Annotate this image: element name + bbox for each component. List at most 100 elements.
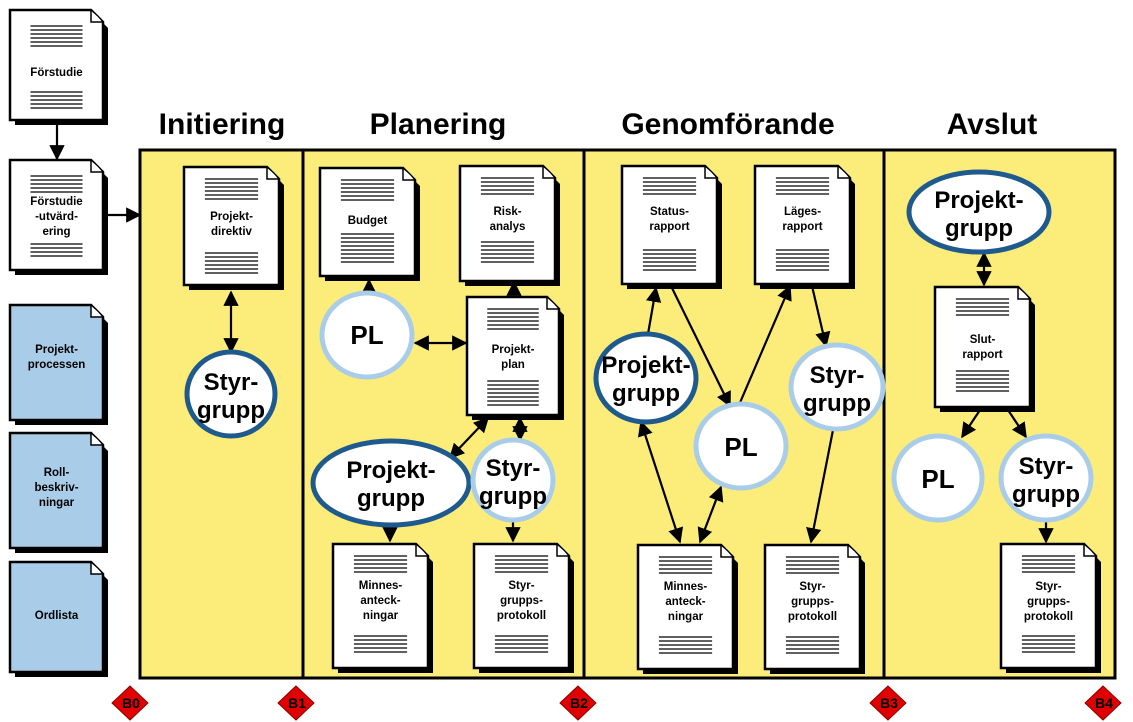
connector-arrow <box>737 284 792 406</box>
statusrapport-doc: Status-rapport <box>620 164 722 289</box>
styrgrupp-genomforande-label-0: Styr- <box>810 362 865 389</box>
riskanalys-label-0: Risk- <box>493 206 521 218</box>
projektgrupp-avslut-label-1: grupp <box>945 215 1013 242</box>
styrgruppsprotokoll-avslut-label-1: grupps- <box>1027 596 1070 608</box>
projektgrupp-planering-label-0: Projekt- <box>346 457 435 484</box>
lagesrapport-label-0: Läges- <box>784 206 821 218</box>
connector-arrow <box>806 429 835 544</box>
milestone-label: B1 <box>288 695 306 711</box>
minnesanteckningar-genomforande-label-0: Minnes- <box>664 581 708 593</box>
styrgruppsprotokoll-avslut-doc: Styr-grupps-protokoll <box>999 542 1101 673</box>
budget-doc: Budget <box>318 166 420 281</box>
projektgrupp-avslut-label-0: Projekt- <box>934 187 1023 214</box>
connector-arrow <box>448 416 490 460</box>
styrgrupp-planering-role: Styr-grupp <box>470 437 556 523</box>
styrgrupp-initiering-label-1: grupp <box>197 397 265 424</box>
minnesanteckningar-planering-label-1: anteck- <box>360 595 400 607</box>
phase-title-avslut: Avslut <box>947 108 1038 141</box>
lagesrapport-label-1: rapport <box>782 221 822 233</box>
statusrapport-label-0: Status- <box>650 206 689 218</box>
statusrapport-label-1: rapport <box>649 221 689 233</box>
milestone-label: B3 <box>880 695 898 711</box>
projektdirektiv-label-1: direktiv <box>211 226 253 238</box>
milestone-b0: B0 <box>111 685 149 721</box>
forstudie-utvardering-label-2: ering <box>42 226 70 238</box>
styrgruppsprotokoll-genomforande-label-0: Styr- <box>799 581 825 593</box>
styrgruppsprotokoll-planering-label-2: protokoll <box>497 610 546 622</box>
projektprocessen-label-1: processen <box>28 359 86 371</box>
styrgrupp-avslut-role: Styr-grupp <box>998 433 1094 523</box>
projektgrupp-avslut-role: Projekt-grupp <box>906 169 1052 255</box>
pl-genomforande-label-0: PL <box>724 432 757 462</box>
connector-arrow <box>670 285 731 408</box>
forstudie-label-0: Förstudie <box>30 67 82 79</box>
styrgrupp-genomforande-role: Styr-grupp <box>788 342 886 432</box>
phase-title-planering: Planering <box>370 108 507 141</box>
projektdirektiv-label-0: Projekt- <box>210 211 253 223</box>
styrgrupp-planering-label-1: grupp <box>479 483 547 510</box>
styrgrupp-avslut-label-1: grupp <box>1012 481 1080 508</box>
styrgruppsprotokoll-genomforande-doc: Styr-grupps-protokoll <box>763 543 865 674</box>
pl-genomforande-role: PL <box>693 401 789 491</box>
ordlista-label-0: Ordlista <box>35 610 79 622</box>
rollbeskrivningar-label-1: beskriv- <box>34 482 78 494</box>
projektgrupp-genomforande-label-0: Projekt- <box>601 352 690 379</box>
styrgruppsprotokoll-avslut-label-2: protokoll <box>1024 611 1073 623</box>
connector-arrow <box>1007 409 1027 439</box>
slutrapport-doc: Slut-rapport <box>933 285 1035 412</box>
pl-avslut-label-0: PL <box>921 464 954 494</box>
projektprocessen-label-0: Projekt- <box>35 344 78 356</box>
milestone-label: B0 <box>122 695 140 711</box>
lagesrapport-doc: Läges-rapport <box>753 164 855 289</box>
styrgruppsprotokoll-genomforande-label-1: grupps- <box>791 596 834 608</box>
rollbeskrivningar-doc: Roll-beskriv-ningar <box>8 431 108 553</box>
milestone-b2: B2 <box>559 685 597 721</box>
forstudie-utvardering-doc: Förstudie -utvärd-ering <box>8 158 108 275</box>
rollbeskrivningar-label-2: ningar <box>39 497 75 509</box>
minnesanteckningar-genomforande-label-1: anteck- <box>665 596 705 608</box>
slutrapport-label-1: rapport <box>962 349 1002 361</box>
connector-arrow <box>961 409 981 439</box>
minnesanteckningar-planering-label-0: Minnes- <box>359 580 403 592</box>
pl-avslut-role: PL <box>891 433 985 523</box>
projektdirektiv-doc: Projekt-direktiv <box>182 165 284 290</box>
projektplan-label-1: plan <box>501 359 525 371</box>
milestone-label: B4 <box>1095 695 1113 711</box>
phase-title-genomforande: Genomförande <box>621 108 834 141</box>
diagram-nodes: FörstudieFörstudie-utvärd-eringProjekt-p… <box>8 8 1101 677</box>
connector-arrow <box>637 420 684 544</box>
forstudie-utvardering-label-1: -utvärd- <box>35 211 78 223</box>
milestone-label: B2 <box>570 695 588 711</box>
styrgrupp-genomforande-label-1: grupp <box>803 390 871 417</box>
styrgruppsprotokoll-avslut-label-0: Styr- <box>1035 581 1061 593</box>
styrgruppsprotokoll-planering-label-0: Styr- <box>508 580 534 592</box>
phase-title-initiering: Initiering <box>159 108 286 141</box>
connector-arrow <box>646 286 662 335</box>
projektplan-doc: Projekt-plan <box>465 295 564 420</box>
connector-arrow <box>810 285 831 348</box>
projektgrupp-planering-role: Projekt-grupp <box>310 438 472 528</box>
phase-titles: Initiering Planering Genomförande Avslut <box>159 108 1038 141</box>
milestone-b1: B1 <box>277 685 315 721</box>
milestone-markers: B0 B1 B2 B3 B4 <box>111 685 1122 721</box>
forstudie-doc: Förstudie <box>8 8 108 125</box>
projektprocessen-doc: Projekt-processen <box>8 303 108 425</box>
styrgrupp-initiering-label-0: Styr- <box>204 369 259 396</box>
styrgrupp-avslut-label-0: Styr- <box>1019 453 1074 480</box>
minnesanteckningar-planering-label-2: ningar <box>363 610 399 622</box>
styrgrupp-initiering-role: Styr-grupp <box>184 349 278 439</box>
connector-arrows <box>49 122 1054 544</box>
minnesanteckningar-genomforande-doc: Minnes-anteck-ningar <box>636 543 738 674</box>
connector-arrow <box>697 485 724 544</box>
forstudie-utvardering-label-0: Förstudie <box>30 196 82 208</box>
budget-label-0: Budget <box>348 215 388 227</box>
styrgruppsprotokoll-planering-doc: Styr-grupps-protokoll <box>472 542 574 673</box>
styrgruppsprotokoll-genomforande-label-2: protokoll <box>788 611 837 623</box>
minnesanteckningar-genomforande-label-2: ningar <box>668 611 704 623</box>
milestone-b4: B4 <box>1084 685 1122 721</box>
ordlista-doc: Ordlista <box>8 560 108 677</box>
projektgrupp-genomforande-role: Projekt-grupp <box>593 331 699 425</box>
minnesanteckningar-planering-doc: Minnes-anteck-ningar <box>331 542 433 673</box>
styrgrupp-planering-label-0: Styr- <box>486 455 541 482</box>
